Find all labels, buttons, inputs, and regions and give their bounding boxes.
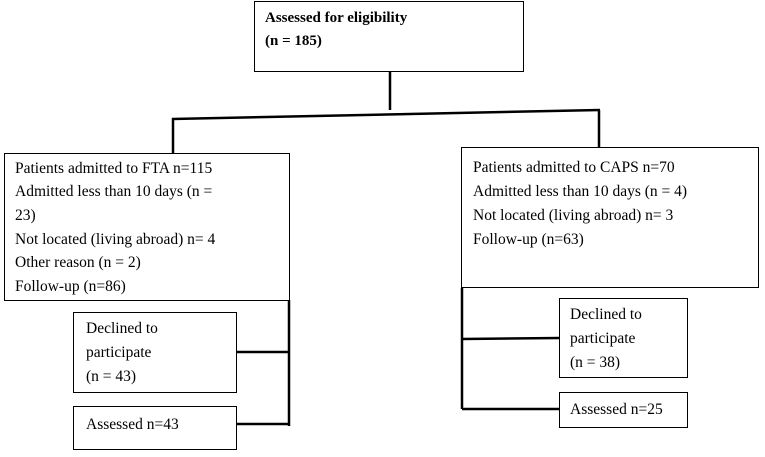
caps-admitted: Patients admitted to CAPS n=70 [473, 159, 675, 176]
fta-declined-line2: participate [86, 344, 152, 361]
caps-declined-box [559, 298, 688, 378]
fta-assessed-box [73, 406, 237, 450]
split-bar [171, 108, 601, 121]
caps-short-stay: Admitted less than 10 days (n = 4) [473, 183, 688, 200]
fta-short-stay: Admitted less than 10 days (n = [15, 183, 213, 200]
caps-declined-count: (n = 38) [570, 354, 621, 371]
caps-assessed: Assessed n=25 [570, 401, 663, 418]
caps-assessed-box [559, 392, 688, 428]
caps-declined-line2: participate [570, 330, 636, 347]
right-branch-to-declined [461, 336, 561, 341]
caps-box [461, 147, 759, 288]
eligibility-box [254, 1, 524, 72]
fta-declined-box [73, 312, 237, 393]
fta-declined-line1: Declined to [86, 320, 158, 337]
caps-follow-up: Follow-up (n=63) [473, 231, 584, 248]
fta-follow-up: Follow-up (n=86) [15, 278, 126, 295]
fta-box [4, 153, 290, 301]
fta-admitted: Patients admitted to FTA n=115 [15, 160, 213, 177]
fta-short-stay-count: 23) [15, 207, 36, 224]
caps-declined-line1: Declined to [570, 306, 642, 323]
fta-other-reason: Other reason (n = 2) [15, 254, 141, 271]
fta-declined-count: (n = 43) [86, 368, 137, 385]
fta-not-located: Not located (living abroad) n= 4 [15, 231, 216, 248]
eligibility-count: (n = 185) [265, 33, 322, 49]
fta-assessed: Assessed n=43 [86, 416, 179, 433]
caps-not-located: Not located (living abroad) n= 3 [473, 207, 674, 224]
eligibility-title: Assessed for eligibility [265, 10, 408, 26]
